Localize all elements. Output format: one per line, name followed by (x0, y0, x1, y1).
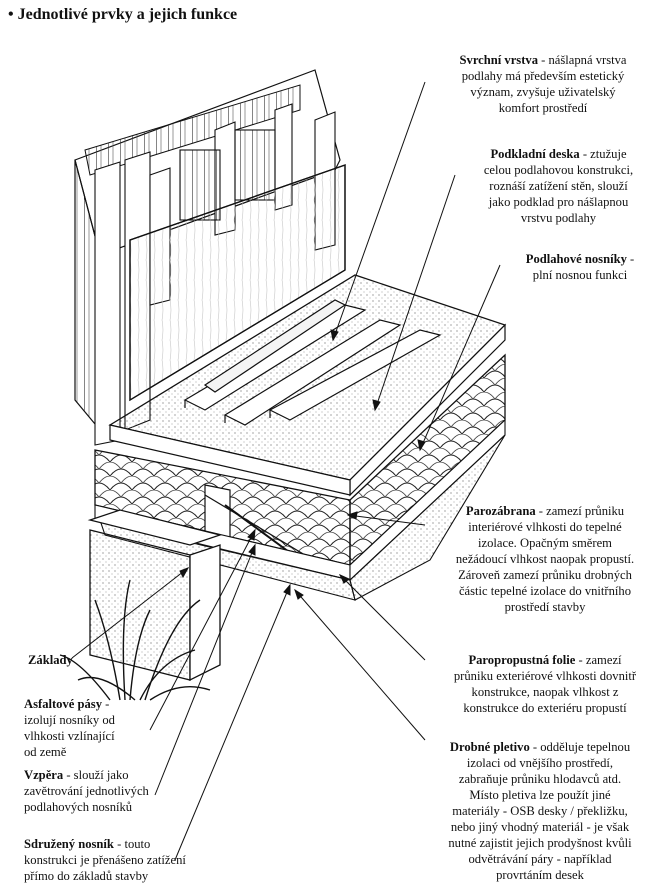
bottom-layers (94, 418, 506, 601)
callout-asphalt-strips: Asfaltové pásy - izolují nosníky od vlhk… (24, 697, 115, 759)
callout-foundation: Základy (28, 652, 73, 668)
callout-vapor-barrier-title: Parozábrana (465, 504, 536, 518)
page-heading: • Jednotlivé prvky a jejich funkce (8, 6, 238, 23)
floor-planks (183, 299, 442, 426)
callout-subfloor: Podkladní deska - ztužuje celou podlahov… (483, 147, 634, 225)
callout-floor-joists: Podlahové nosníky - plní nosnou funkci (525, 252, 635, 282)
callout-top-layer-title: Svrchní vrstva (459, 53, 538, 67)
callout-brace: Vzpěra - slouží jako zavětrování jednotl… (24, 768, 149, 814)
callout-brace-title: Vzpěra (24, 768, 64, 782)
leader-lines (71, 81, 501, 861)
callout-asphalt-strips-title: Asfaltové pásy (24, 697, 103, 711)
thermal-insulation (94, 353, 506, 571)
wall-interior-panel (129, 164, 346, 402)
callout-breathable-foil: Paropropustná folie - zamezí průniku ext… (453, 653, 637, 715)
callout-breathable-foil-title: Paropropustná folie (468, 653, 576, 667)
callout-fine-mesh: Drobné pletivo - odděluje tepelnou izola… (448, 740, 632, 882)
callout-fine-mesh-title: Drobné pletivo (449, 740, 530, 754)
callout-composite-beam: Sdružený nosník - touto konstrukci je př… (24, 837, 186, 883)
callout-floor-joists-title: Podlahové nosníky (525, 252, 627, 266)
callout-foundation-title: Základy (28, 653, 73, 667)
callout-subfloor-title: Podkladní deska (490, 147, 580, 161)
callout-top-layer: Svrchní vrstva - nášlapná vrstva podlahy… (459, 53, 627, 115)
callout-vapor-barrier: Parozábrana - zamezí průniku interiérové… (455, 504, 635, 614)
grass-illustration (59, 579, 211, 701)
foundation-block (87, 509, 223, 682)
callout-composite-beam-title: Sdružený nosník (24, 837, 114, 851)
